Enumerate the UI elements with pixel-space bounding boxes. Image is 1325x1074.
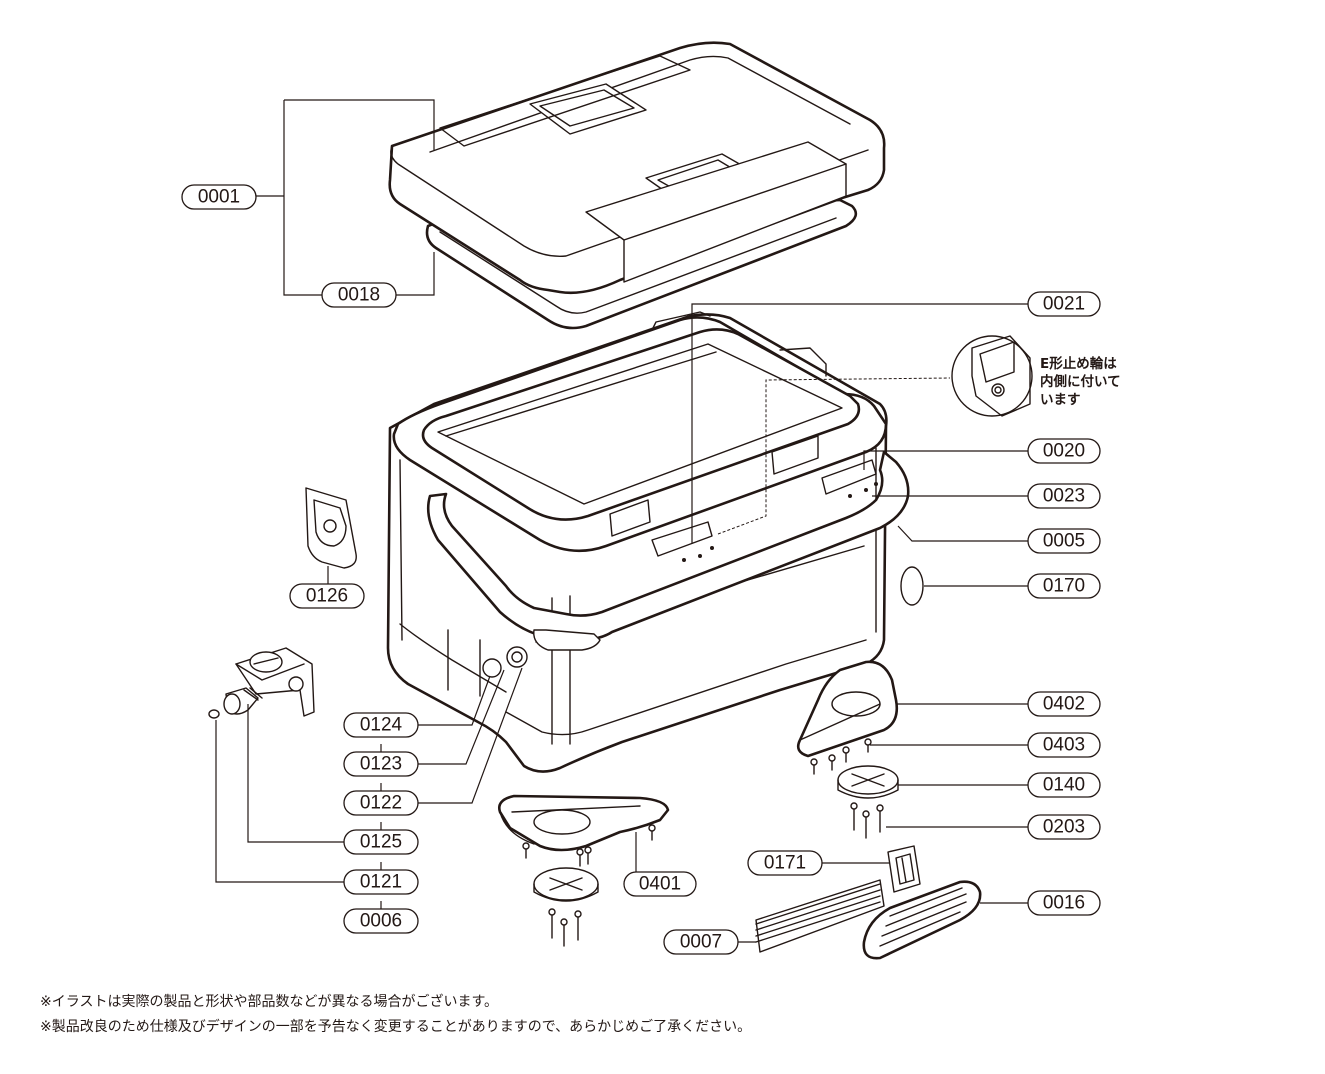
part-label-0123: 0123 xyxy=(343,751,419,777)
part-label-0126: 0126 xyxy=(289,583,365,609)
footnote-2: ※製品改良のため仕様及びデザインの一部を予告なく変更することがありますので、あら… xyxy=(40,1018,751,1035)
svg-text:0124: 0124 xyxy=(360,715,403,736)
part-label-0170: 0170 xyxy=(1027,573,1101,599)
svg-text:0401: 0401 xyxy=(639,874,681,895)
svg-text:0402: 0402 xyxy=(1043,694,1085,715)
foot-0401-illustration xyxy=(498,794,670,947)
long-screws-0402 xyxy=(850,802,884,839)
svg-text:0125: 0125 xyxy=(360,832,402,853)
part-label-0124: 0124 xyxy=(343,712,419,738)
part-label-0018: 0018 xyxy=(321,282,397,308)
svg-text:0007: 0007 xyxy=(680,932,722,953)
part-label-0403: 0403 xyxy=(1027,732,1101,758)
part-label-0401: 0401 xyxy=(623,871,697,897)
svg-text:0006: 0006 xyxy=(360,911,402,932)
lid-illustration xyxy=(388,41,886,330)
svg-text:0122: 0122 xyxy=(360,793,402,814)
drain-plug-illustration xyxy=(208,647,315,719)
part-label-0001: 0001 xyxy=(181,184,257,210)
screw-set-0402 xyxy=(810,738,872,775)
svg-text:0121: 0121 xyxy=(360,872,402,893)
part-label-0402: 0402 xyxy=(1027,691,1101,717)
svg-text:0005: 0005 xyxy=(1043,531,1085,552)
svg-text:0171: 0171 xyxy=(764,853,806,874)
e-ring-detail: E形止め輪は 内側に付いて います xyxy=(951,335,1121,417)
foot-0402-illustration xyxy=(796,660,899,839)
svg-text:0203: 0203 xyxy=(1043,817,1085,838)
part-label-0121: 0121 xyxy=(343,869,419,895)
leader-lines xyxy=(215,99,1028,943)
part-label-0171: 0171 xyxy=(747,850,823,876)
clip-0171-illustration xyxy=(887,845,921,893)
callout-line-2: 内側に付いて xyxy=(1040,373,1121,390)
svg-text:0140: 0140 xyxy=(1043,775,1085,796)
callout-line-3: います xyxy=(1040,392,1081,408)
part-label-0020: 0020 xyxy=(1027,438,1101,464)
bracket-0126-illustration xyxy=(305,487,357,569)
long-screws-0401 xyxy=(548,908,582,947)
svg-text:0020: 0020 xyxy=(1043,441,1085,462)
svg-text:0403: 0403 xyxy=(1043,735,1085,756)
svg-text:0018: 0018 xyxy=(338,285,380,306)
part-label-0007: 0007 xyxy=(663,929,739,955)
grip-0016-illustration xyxy=(862,880,982,960)
part-label-0203: 0203 xyxy=(1027,814,1101,840)
part-label-0005: 0005 xyxy=(1027,528,1101,554)
svg-text:0016: 0016 xyxy=(1043,893,1085,914)
callout-line-1: E形止め輪は xyxy=(1040,355,1117,372)
svg-text:0170: 0170 xyxy=(1043,576,1085,597)
part-label-0125: 0125 xyxy=(343,829,419,855)
part-label-0016: 0016 xyxy=(1027,890,1101,916)
part-label-0140: 0140 xyxy=(1027,772,1101,798)
screw-set-0401 xyxy=(522,824,656,867)
cooler-body-illustration xyxy=(386,311,951,773)
svg-text:0021: 0021 xyxy=(1043,294,1085,315)
part-label-0122: 0122 xyxy=(343,790,419,816)
svg-text:0126: 0126 xyxy=(306,586,348,607)
part-label-0023: 0023 xyxy=(1027,483,1101,509)
svg-text:0001: 0001 xyxy=(198,187,240,208)
svg-text:0123: 0123 xyxy=(360,754,402,775)
part-label-0021: 0021 xyxy=(1027,291,1101,317)
plate-0007-illustration xyxy=(755,879,885,953)
svg-text:0023: 0023 xyxy=(1043,486,1085,507)
part-label-0006: 0006 xyxy=(343,908,419,934)
footnote-1: ※イラストは実際の製品と形状や部品数などが異なる場合がございます。 xyxy=(40,993,498,1010)
